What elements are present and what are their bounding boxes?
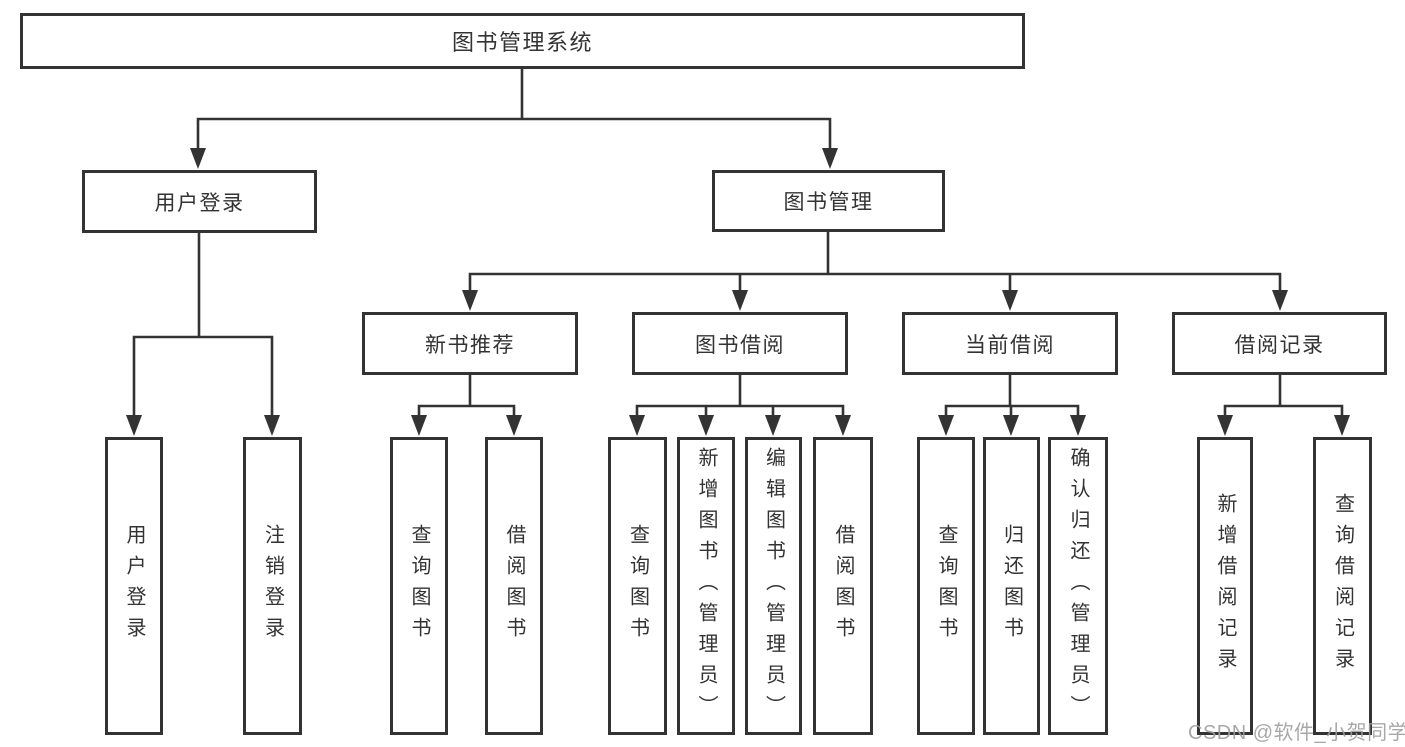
node-label: 确认归还（管理员） — [1067, 446, 1089, 726]
connector-new-book-subtree — [417, 373, 516, 423]
node-label: 借阅图书 — [503, 524, 525, 648]
connector-book-mgmt-to-level3 — [468, 230, 1282, 298]
leaf-query-books-current: 查询图书 — [917, 437, 975, 735]
node-user-login: 用户登录 — [82, 170, 317, 233]
node-borrowing-records: 借阅记录 — [1172, 312, 1387, 375]
leaf-user-login: 用户登录 — [105, 437, 163, 735]
leaf-edit-books-admin: 编辑图书（管理员） — [745, 437, 802, 735]
leaf-query-borrow-record: 查询借阅记录 — [1313, 437, 1372, 735]
node-label: 查询图书 — [935, 524, 957, 648]
node-label: 新增借阅记录 — [1214, 493, 1236, 679]
leaf-borrow-books-recommend: 借阅图书 — [485, 437, 543, 735]
arrowheads — [126, 148, 1350, 436]
node-label: 借阅图书 — [832, 524, 854, 648]
leaf-add-books-admin: 新增图书（管理员） — [677, 437, 735, 735]
connector-borrow-records-subtree — [1223, 373, 1344, 423]
connector-current-borrow-subtree — [944, 373, 1080, 423]
node-label: 注销登录 — [261, 524, 284, 648]
leaf-return-books: 归还图书 — [983, 437, 1040, 735]
node-label: 图书管理 — [783, 191, 874, 214]
leaf-query-books-recommend: 查询图书 — [390, 437, 448, 735]
node-current-borrowing: 当前借阅 — [902, 312, 1118, 375]
leaf-borrow-books: 借阅图书 — [813, 437, 873, 735]
connector-user-login-subtree — [132, 231, 274, 423]
node-label: 图书管理系统 — [451, 30, 593, 55]
node-library-management-system: 图书管理系统 — [20, 13, 1025, 69]
node-label: 查询图书 — [626, 524, 649, 648]
node-book-borrowing: 图书借阅 — [632, 312, 848, 375]
leaf-confirm-return-admin: 确认归还（管理员） — [1048, 437, 1108, 735]
node-label: 新增图书（管理员） — [695, 446, 717, 726]
leaf-add-borrow-record: 新增借阅记录 — [1197, 437, 1253, 735]
node-label: 用户登录 — [123, 524, 145, 648]
node-label: 编辑图书（管理员） — [762, 446, 785, 726]
node-label: 图书借阅 — [695, 333, 785, 357]
leaf-query-books-borrow: 查询图书 — [608, 437, 667, 735]
connector-book-borrow-subtree — [635, 373, 845, 423]
node-new-book-recommend: 新书推荐 — [362, 312, 578, 375]
node-book-management: 图书管理 — [712, 170, 945, 232]
node-label: 归还图书 — [1000, 524, 1023, 648]
leaf-logout: 注销登录 — [243, 437, 302, 735]
node-label: 查询借阅记录 — [1331, 493, 1354, 679]
node-label: 查询图书 — [408, 524, 430, 648]
node-label: 新书推荐 — [425, 333, 515, 357]
csdn-watermark: CSDN @软件_小贺同学 — [1188, 722, 1405, 744]
node-label: 用户登录 — [154, 191, 245, 215]
connector-root-to-level2 — [196, 66, 832, 155]
node-label: 借阅记录 — [1234, 333, 1325, 357]
node-label: 当前借阅 — [965, 333, 1055, 357]
